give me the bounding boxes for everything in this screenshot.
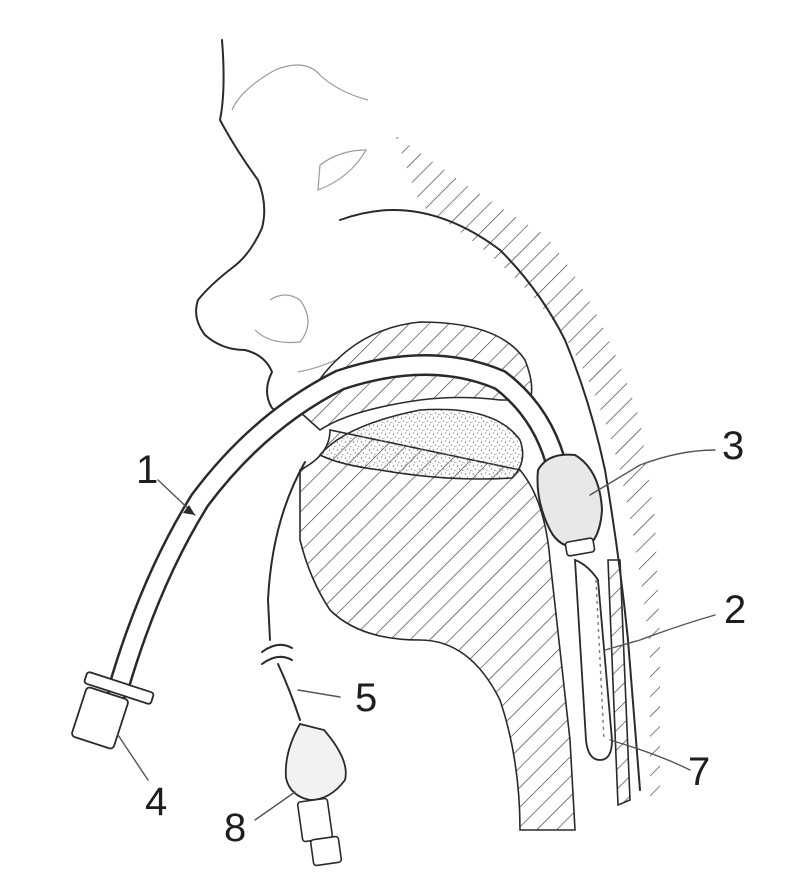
leader-3: [589, 449, 716, 496]
callout-4: 4: [145, 780, 168, 824]
leader-7: [609, 739, 691, 771]
skull-contour: [339, 209, 641, 791]
neck-posterior-tissue: [395, 135, 660, 800]
eye-detail: [317, 149, 368, 191]
leader-2: [604, 614, 716, 651]
callout-8: 8: [224, 806, 247, 850]
pilot-balloon: [284, 722, 347, 801]
leader-8: [254, 791, 296, 821]
callout-2: 2: [724, 588, 747, 632]
tube-distal-tip: [574, 558, 613, 761]
leader-1-arrow: [183, 505, 195, 515]
mandible-tissue: [299, 429, 576, 831]
pilot-valve-cap: [309, 835, 343, 867]
leader-4: [117, 734, 149, 781]
callout-1: 1: [136, 448, 159, 492]
cuff-band: [564, 537, 596, 557]
callout-5: 5: [355, 676, 378, 720]
callout-3: 3: [722, 424, 745, 468]
callout-7: 7: [688, 750, 711, 794]
tube-connector-flange: [83, 671, 155, 705]
tube-cuff: [536, 453, 604, 550]
tip-dotted-line: [595, 579, 605, 741]
pilot-line-lower: [277, 663, 301, 721]
pilot-line: [267, 461, 306, 641]
head-profile: [195, 39, 301, 416]
pilot-line-break: [261, 643, 293, 665]
endotracheal-tube-lumen: [109, 356, 564, 699]
pilot-valve: [296, 797, 334, 843]
tongue-stippled: [318, 408, 524, 480]
nose-detail: [254, 294, 309, 344]
trachea-wall: [607, 559, 631, 807]
tube-connector: [71, 686, 129, 750]
leader-5: [297, 689, 341, 698]
brow-detail: [231, 64, 369, 111]
